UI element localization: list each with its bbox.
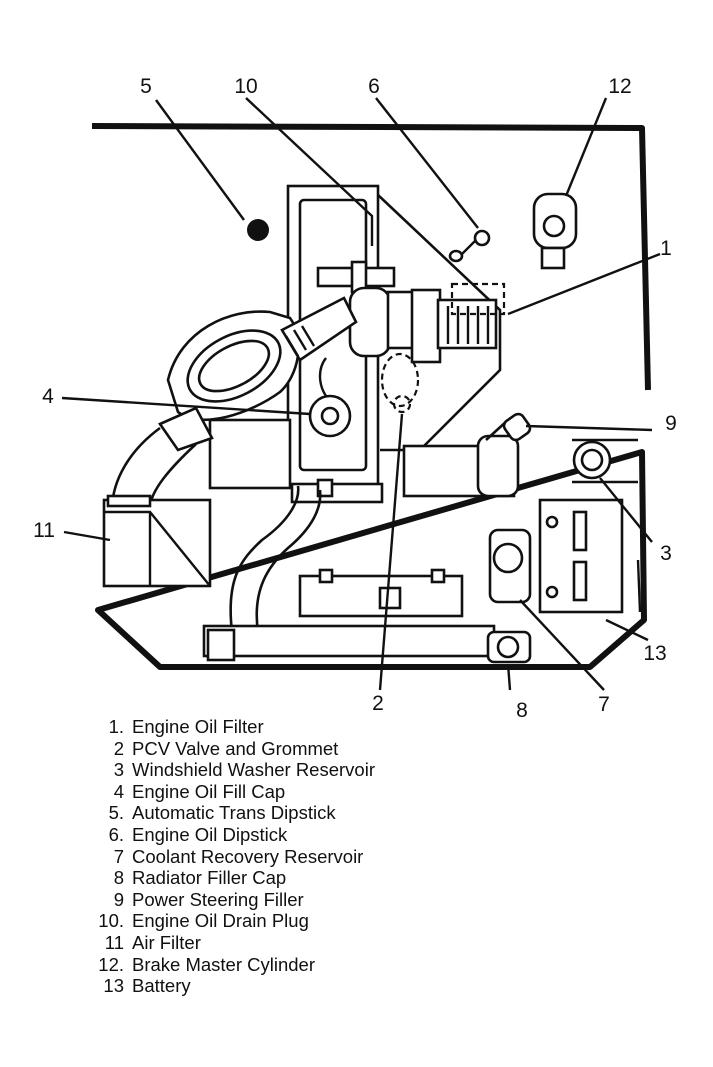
- legend-number: 6.: [108, 823, 124, 845]
- callout-9: 9: [665, 412, 677, 435]
- legend-number: 4: [113, 780, 124, 802]
- legend-item: 3 Windshield Washer Reservoir: [82, 759, 375, 781]
- legend-number: 8: [113, 867, 124, 889]
- legend-label: Battery: [132, 975, 191, 997]
- legend-label: Coolant Recovery Reservoir: [132, 845, 364, 867]
- leader-lines: [61, 97, 661, 691]
- engine-compartment-diagram: 5 10 6 12 1 4 9 11 3 13 2 8 7: [33, 75, 677, 722]
- pcv-valve: [380, 352, 420, 414]
- legend-item: 5. Automatic Trans Dipstick: [82, 802, 375, 824]
- battery: [538, 498, 642, 614]
- oil-filter-assembly: [316, 260, 506, 397]
- legend-number: 7: [113, 845, 124, 867]
- legend-label: Automatic Trans Dipstick: [132, 802, 336, 824]
- legend-label: Radiator Filler Cap: [132, 867, 287, 889]
- legend-label: Power Steering Filler: [132, 888, 304, 910]
- legend-number: 2: [113, 737, 124, 759]
- legend-number: 5.: [108, 802, 124, 824]
- legend-item: 4 Engine Oil Fill Cap: [82, 781, 375, 803]
- oil-dipstick: [448, 229, 491, 263]
- callout-6: 6: [368, 75, 380, 98]
- callout-7: 7: [598, 693, 610, 716]
- oil-fill-cap: [308, 394, 352, 438]
- callout-3: 3: [660, 542, 672, 565]
- legend-label: Engine Oil Dipstick: [132, 823, 288, 845]
- legend: 1. Engine Oil Filter 2 PCV Valve and Gromm…: [82, 716, 375, 997]
- legend-number: 13: [103, 975, 124, 997]
- legend-label: Windshield Washer Reservoir: [132, 759, 375, 781]
- radiator: [202, 485, 532, 664]
- legend-item: 6. Engine Oil Dipstick: [82, 824, 375, 846]
- brake-master-cylinder: [532, 192, 578, 270]
- air-filter: [102, 494, 212, 588]
- air-intake-duct: [110, 296, 358, 511]
- callout-11: 11: [33, 519, 55, 542]
- washer-reservoir: [572, 438, 638, 484]
- legend-item: 12. Brake Master Cylinder: [82, 954, 375, 976]
- legend-item: 1. Engine Oil Filter: [82, 716, 375, 738]
- legend-number: 11: [104, 931, 124, 953]
- legend-item: 9 Power Steering Filler: [82, 889, 375, 911]
- legend-item: 10. Engine Oil Drain Plug: [82, 910, 375, 932]
- legend-item: 2 PCV Valve and Grommet: [82, 738, 375, 760]
- coolant-reservoir: [488, 528, 532, 604]
- callout-13: 13: [643, 642, 666, 665]
- callout-5: 5: [140, 75, 152, 98]
- legend-number: 12.: [98, 953, 124, 975]
- legend-label: Engine Oil Drain Plug: [132, 910, 309, 932]
- legend-number: 1.: [108, 716, 124, 737]
- legend-item: 7 Coolant Recovery Reservoir: [82, 846, 375, 868]
- legend-label: Brake Master Cylinder: [132, 953, 316, 975]
- legend-label: PCV Valve and Grommet: [132, 737, 339, 759]
- legend-item: 8 Radiator Filler Cap: [82, 867, 375, 889]
- trans-dipstick: [247, 219, 269, 241]
- callout-1: 1: [660, 237, 672, 260]
- power-steering-filler: [402, 412, 532, 498]
- callout-2: 2: [372, 692, 384, 715]
- legend-number: 9: [113, 888, 124, 910]
- legend-label: Engine Oil Fill Cap: [132, 780, 286, 802]
- legend-number: 3: [113, 759, 124, 781]
- legend-label: Air Filter: [132, 931, 201, 953]
- callout-8: 8: [516, 699, 528, 722]
- callout-10: 10: [234, 75, 257, 98]
- legend-item: 11 Air Filter: [82, 932, 375, 954]
- legend-label: Engine Oil Filter: [132, 716, 264, 737]
- callout-12: 12: [608, 75, 631, 98]
- callout-4: 4: [42, 385, 54, 408]
- legend-number: 10.: [98, 910, 124, 932]
- legend-item: 13 Battery: [82, 975, 375, 997]
